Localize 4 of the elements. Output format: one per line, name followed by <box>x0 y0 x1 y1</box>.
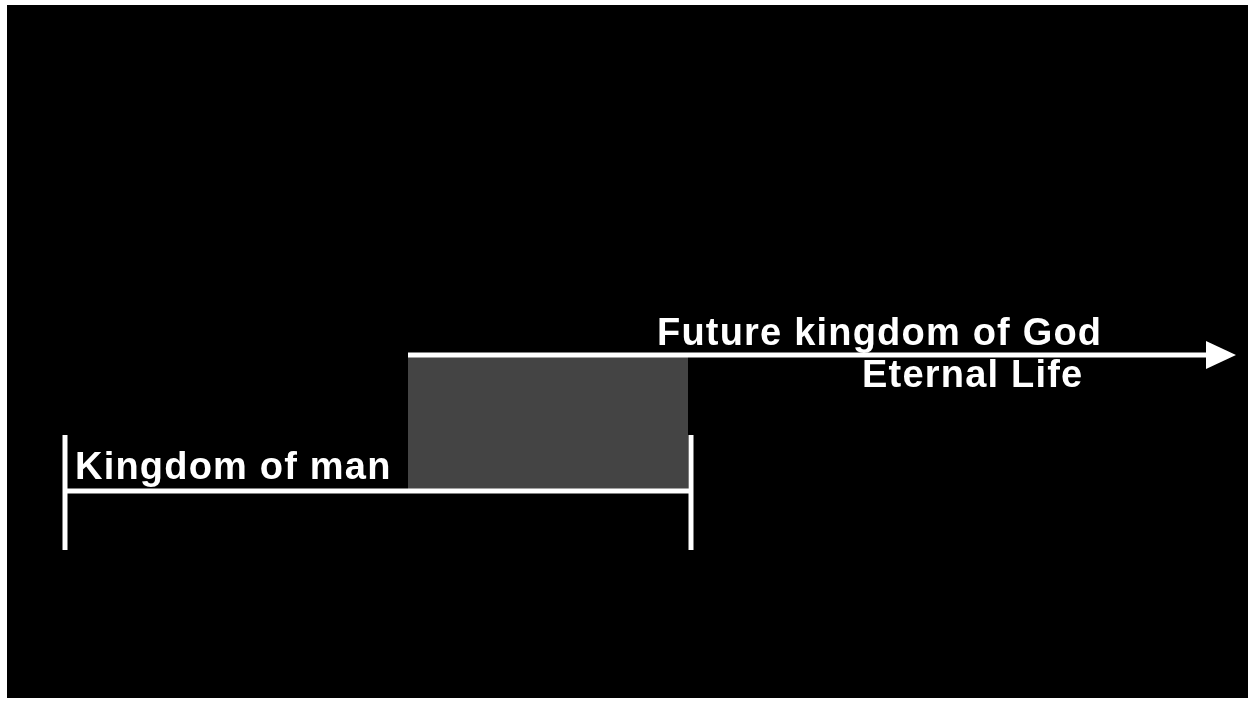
timeline-label: Future kingdom of God <box>657 313 1103 351</box>
overlap-bar <box>408 357 688 489</box>
timeline-label: Kingdom of man <box>75 447 392 485</box>
timeline-label: Eternal Life <box>862 355 1084 393</box>
